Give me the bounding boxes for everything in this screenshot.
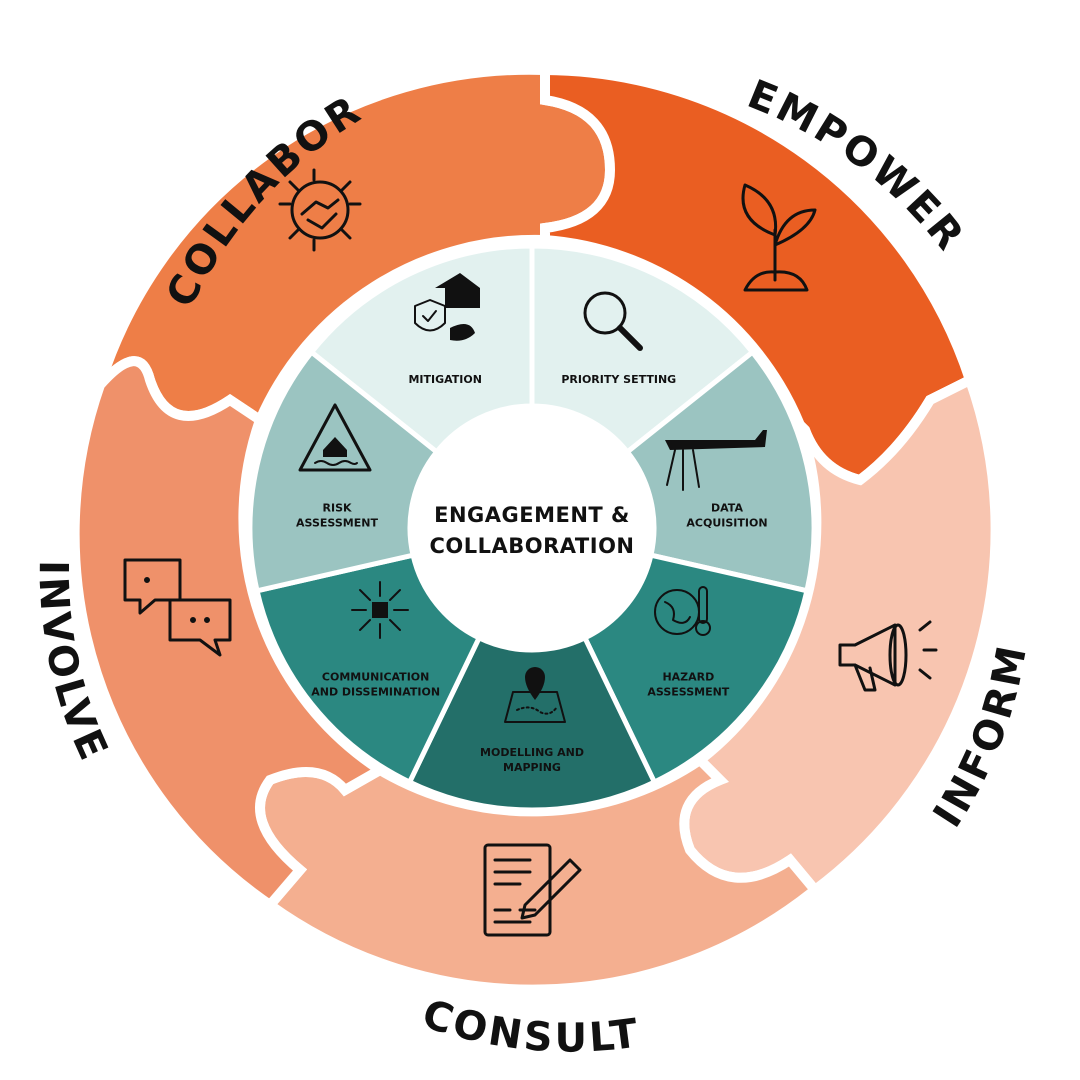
- magnifier-icon: [583, 291, 643, 351]
- handshake-gear-icon: [278, 168, 362, 252]
- megaphone-icon: [838, 620, 938, 692]
- airplane-scan-icon: [665, 430, 767, 491]
- inner-segment-hazard-assessment[interactable]: [581, 552, 810, 786]
- center-title-line1: ENGAGEMENT &: [434, 503, 630, 527]
- house-shield-icon: [414, 273, 480, 341]
- inner-label-1: PRIORITY SETTING: [561, 373, 676, 386]
- center-title-line2: COLLABORATION: [430, 534, 635, 558]
- inner-label-0: MITIGATION: [408, 373, 481, 386]
- inner-segment-data-acquisition[interactable]: [623, 348, 817, 594]
- chat-bubbles-icon: [123, 558, 232, 657]
- map-pin-icon: [504, 667, 566, 723]
- outer-segment-involve[interactable]: [69, 356, 390, 912]
- center-circle: [412, 408, 652, 648]
- globe-thermometer-icon: [654, 586, 711, 636]
- form-pencil-icon: [483, 843, 582, 937]
- arrows-outward-icon: [351, 581, 409, 639]
- inner-segment-communication-and-dissemination[interactable]: [254, 552, 483, 786]
- inner-segment-modelling-and-mapping[interactable]: [406, 634, 658, 813]
- flood-warning-icon: [298, 403, 372, 472]
- sprout-icon: [741, 183, 817, 292]
- outer-label-consult: CONSULT: [417, 991, 644, 1062]
